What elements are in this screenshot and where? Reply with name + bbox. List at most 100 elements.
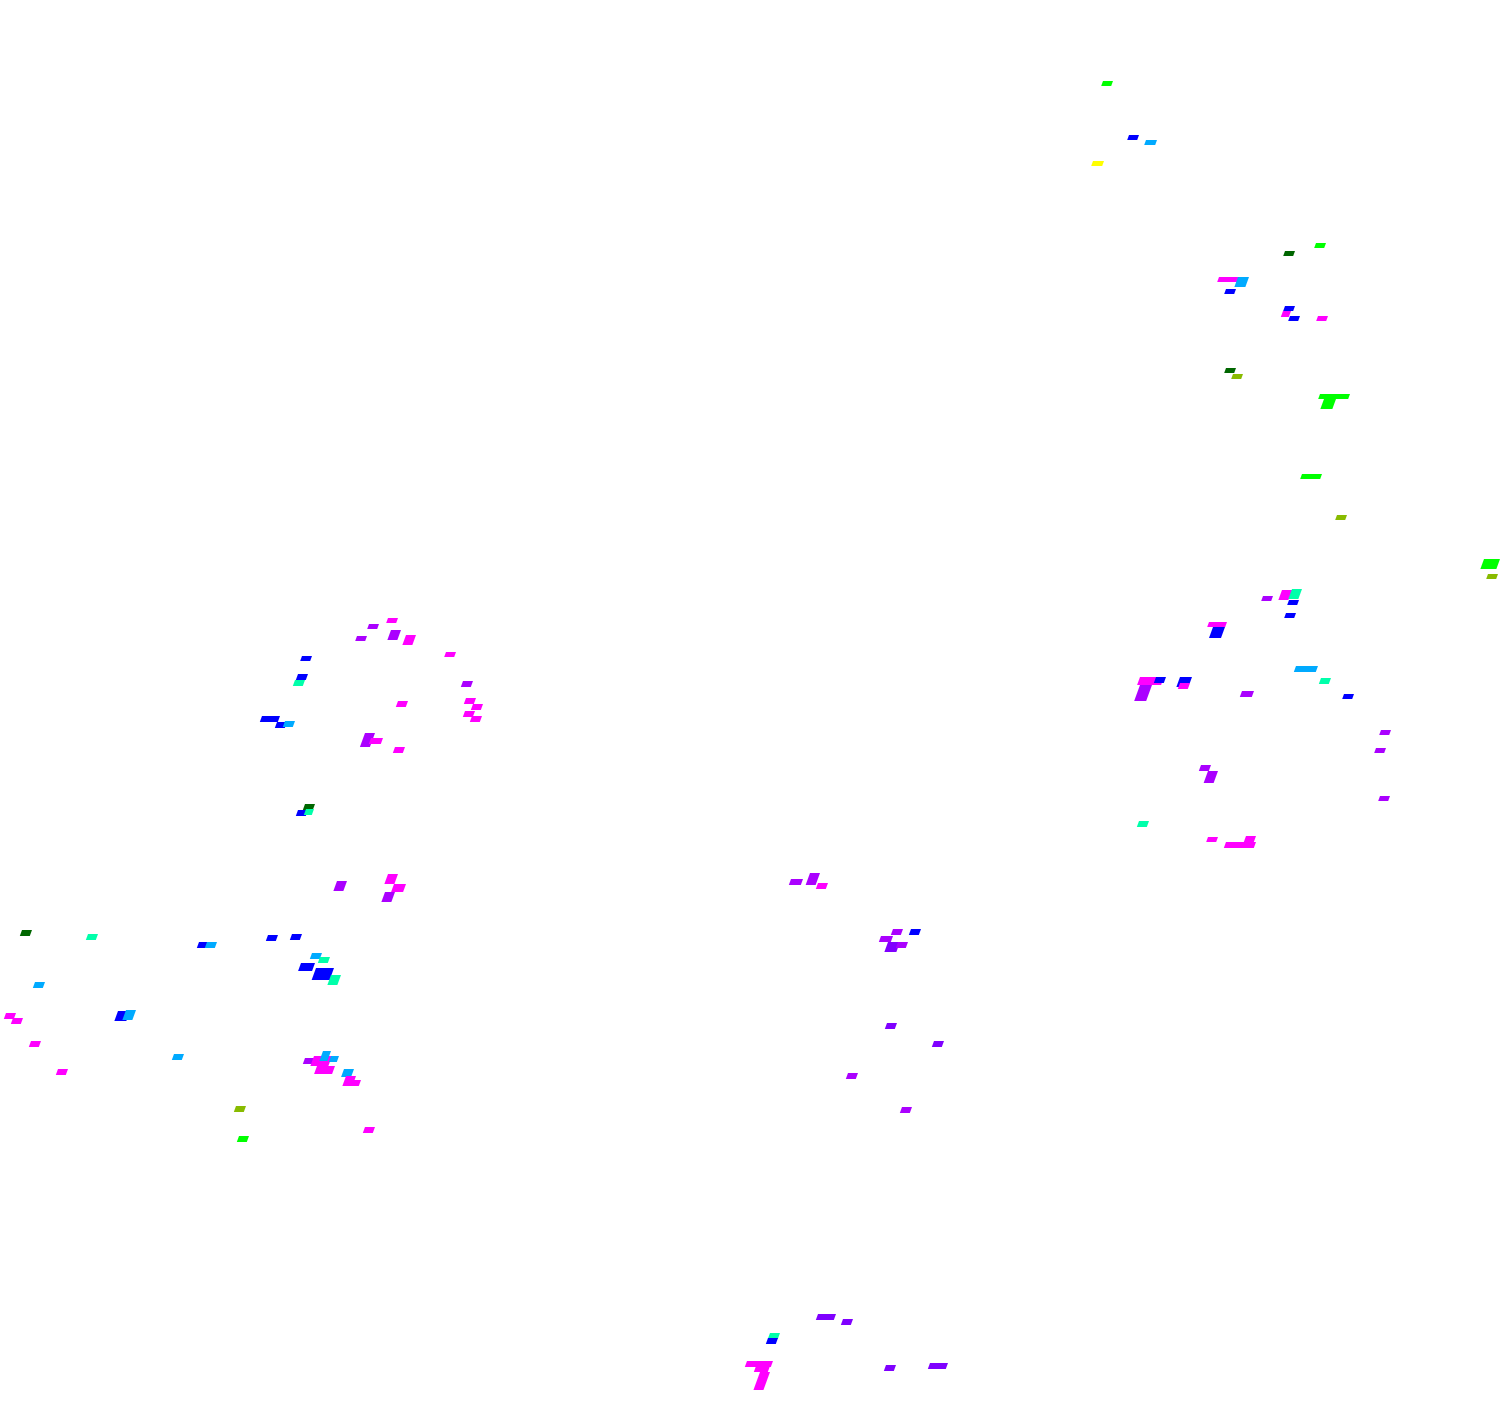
pixel-mark-blue: [298, 963, 315, 971]
pixel-mark-purple: [367, 624, 380, 629]
pixel-mark-cyan: [303, 809, 314, 815]
pixel-mark-magenta: [1177, 683, 1190, 689]
pixel-mark-sky: [341, 1069, 354, 1077]
pixel-mark-dark-green: [302, 804, 315, 810]
pixel-mark-blue: [300, 656, 312, 661]
pixel-mark-magenta: [402, 635, 416, 645]
pixel-mark-purple: [460, 681, 473, 687]
pixel-mark-blue: [259, 716, 280, 722]
pixel-mark-magenta: [1206, 837, 1218, 842]
pixel-mark-purple: [845, 1073, 858, 1079]
pixel-mark-magenta: [55, 1069, 68, 1075]
pixel-mark-magenta: [368, 738, 383, 744]
pixel-mark-magenta: [463, 698, 476, 704]
pixel-mark-cyan: [1288, 589, 1303, 599]
pixel-mark-magenta: [1278, 590, 1292, 600]
pixel-mark-blue: [289, 934, 303, 940]
pixel-mark-purple: [1378, 796, 1390, 801]
pixel-mark-purple: [1203, 771, 1218, 783]
pixel-mark-magenta: [1241, 836, 1257, 848]
pixel-mark-cyan: [1318, 678, 1331, 684]
pixel-mark-cyan: [317, 957, 331, 963]
pixel-mark-purple: [1261, 596, 1274, 601]
pixel-mark-magenta: [10, 1018, 23, 1024]
pixel-mark-purple: [381, 892, 395, 902]
pixel-mark-magenta: [469, 716, 482, 722]
pixel-mark-magenta: [391, 884, 407, 892]
pixel-mark-magenta: [28, 1041, 41, 1047]
pixel-mark-purple: [1374, 748, 1387, 753]
pixel-mark-blue: [908, 929, 922, 935]
pixel-mark-magenta: [395, 701, 408, 707]
pixel-mark-purple: [1134, 685, 1153, 701]
pixel-mark-purple: [878, 936, 894, 942]
pixel-mark-sky: [328, 1056, 339, 1062]
pixel-mark-magenta: [1217, 277, 1242, 282]
pixel-mark-violet: [884, 1023, 897, 1029]
pixel-mark-magenta: [386, 618, 398, 623]
pixel-mark-yellow: [1091, 161, 1105, 166]
pixel-mark-cyan: [292, 680, 306, 686]
pixel-mark-cyan: [767, 1333, 780, 1339]
pixel-mark-blue: [311, 968, 334, 980]
pixel-mark-sky: [1144, 140, 1158, 145]
pixel-mark-violet: [884, 942, 901, 952]
pixel-mark-magenta: [462, 711, 475, 717]
pixel-mark-cyan: [85, 934, 99, 940]
pixel-mark-green: [1314, 243, 1326, 248]
pixel-mark-olive: [1335, 515, 1347, 520]
pixel-mark-sky: [319, 1051, 331, 1061]
pixel-mark-blue: [1284, 613, 1296, 618]
pixel-mark-magenta: [3, 1013, 16, 1019]
pixel-mark-blue: [1288, 316, 1300, 321]
pixel-mark-violet: [883, 1365, 897, 1371]
pixel-mark-blue: [1342, 694, 1355, 699]
pixel-mark-olive: [1486, 574, 1499, 579]
pixel-mark-sky: [1234, 277, 1250, 287]
pixel-mark-sky: [32, 982, 46, 988]
pixel-mark-purple: [359, 733, 375, 747]
pixel-mark-magenta: [348, 1080, 362, 1086]
pixel-mark-magenta: [753, 1372, 771, 1390]
pixel-mark-green: [1318, 394, 1350, 399]
pixel-mark-green: [1300, 474, 1322, 479]
pixel-mark-blue: [1208, 627, 1226, 638]
pixel-mark-blue: [765, 1338, 778, 1344]
pixel-mark-magenta: [1316, 316, 1328, 321]
pixel-mark-olive: [1231, 374, 1243, 379]
pixel-mark-purple: [895, 942, 909, 948]
pixel-mark-blue: [265, 935, 278, 941]
pixel-mark-sky: [1293, 666, 1318, 672]
pixel-mark-green: [1320, 399, 1336, 409]
pixel-mark-purple: [387, 630, 401, 640]
pixel-mark-dark-green: [1224, 368, 1236, 373]
pixel-mark-violet: [931, 1041, 944, 1047]
pixel-mark-magenta: [1280, 311, 1291, 317]
pixel-mark-magenta: [744, 1361, 773, 1367]
pixel-mark-magenta: [753, 1366, 770, 1372]
pixel-mark-magenta: [314, 1066, 335, 1074]
pixel-mark-purple: [788, 879, 804, 885]
pixel-mark-green: [236, 1136, 249, 1142]
pixel-mark-purple: [899, 1107, 913, 1113]
pixel-mark-magenta: [392, 747, 406, 753]
pixel-mark-sky: [282, 721, 295, 727]
pixel-mark-blue: [1127, 135, 1140, 140]
pixel-mark-green: [1480, 559, 1500, 569]
pixel-mark-dark-green: [19, 930, 32, 936]
pixel-mark-purple: [1239, 691, 1254, 697]
pixel-mark-purple: [805, 873, 821, 885]
pixel-mark-blue: [295, 674, 309, 680]
pixel-mark-blue: [1283, 306, 1295, 311]
pixel-mark-magenta: [362, 1127, 375, 1133]
pixel-mark-green: [1101, 81, 1113, 86]
pixel-mark-blue: [1287, 600, 1299, 605]
pixel-mark-sky: [122, 1010, 137, 1020]
pixel-mark-purple: [355, 636, 368, 641]
pixel-mark-sky: [171, 1054, 184, 1060]
pixel-mark-purple: [333, 881, 348, 891]
pixel-mark-magenta: [470, 704, 484, 710]
pixel-mark-dark-green: [1283, 251, 1296, 256]
pixel-mark-magenta: [444, 652, 457, 657]
